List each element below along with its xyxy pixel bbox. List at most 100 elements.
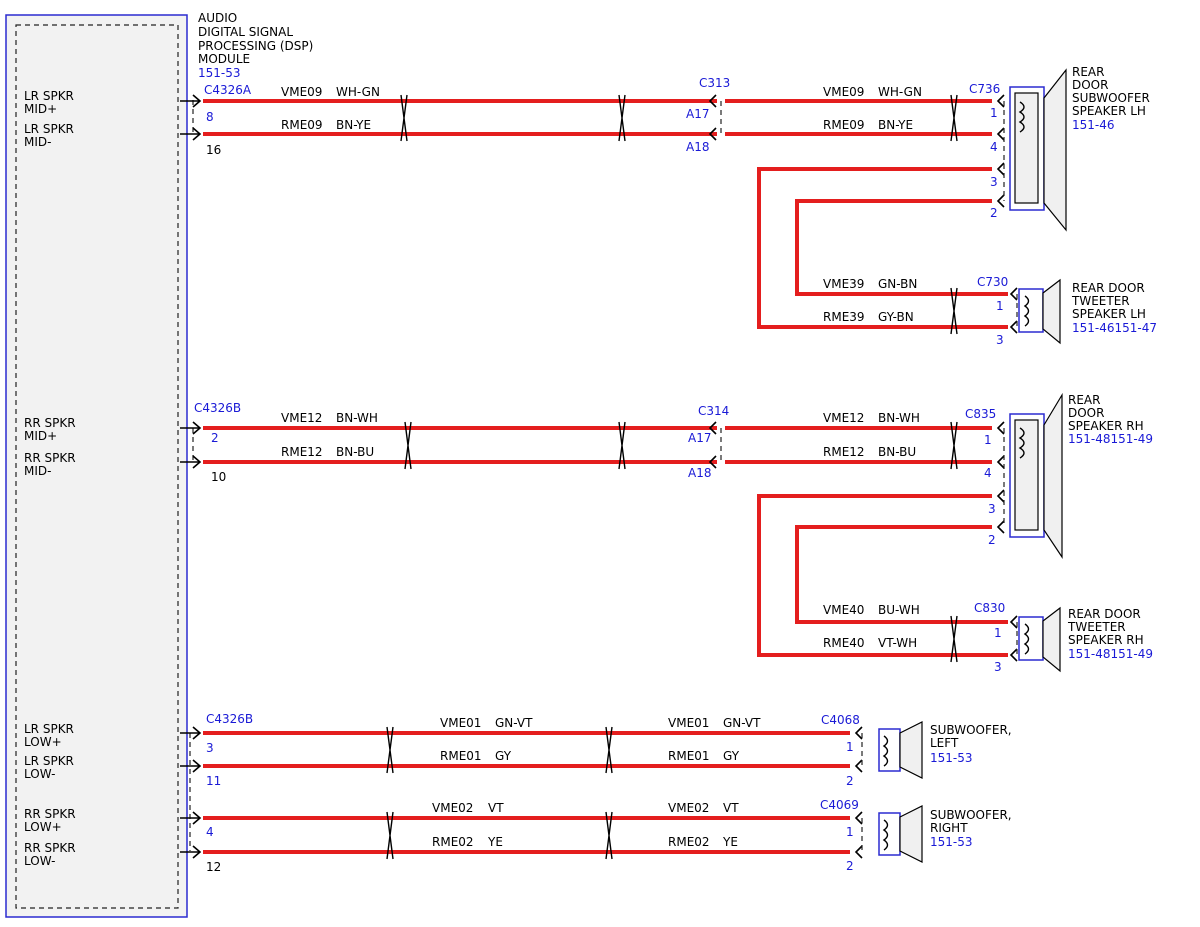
pin-number: 2 — [846, 774, 854, 788]
wire-circuit: RME01 — [668, 749, 710, 763]
wire-circuit: RME12 — [823, 445, 865, 459]
pin-number: 4 — [984, 466, 992, 480]
pin-label: LOW- — [24, 767, 55, 781]
svg-text:RIGHT: RIGHT — [930, 821, 968, 835]
wire-circuit: VME12 — [823, 411, 864, 425]
pin-number: 11 — [206, 774, 221, 788]
wire-color: WH-GN — [336, 85, 380, 99]
speaker-icon — [1009, 68, 1067, 232]
wire-circuit: VME09 — [281, 85, 322, 99]
speaker-connector-label: C4069 — [820, 798, 859, 812]
speaker-connector-label: C835 — [965, 407, 996, 421]
wire-circuit: VME02 — [668, 801, 709, 815]
subwoofer-icon — [878, 721, 923, 779]
inline-pin: A18 — [688, 466, 711, 480]
pin-number: 2 — [846, 859, 854, 873]
pin-number: 1 — [990, 106, 998, 120]
wire-color: BN-WH — [336, 411, 378, 425]
module-ref: 151-53 — [198, 66, 241, 80]
speaker-connector-label: C736 — [969, 82, 1000, 96]
dsp-module-box — [5, 14, 188, 918]
pin-label: LOW+ — [24, 820, 62, 834]
pin-arrows — [180, 94, 1018, 859]
speaker-label: REAR DOOR TWEETER SPEAKER LH 151-46151-4… — [1071, 281, 1157, 335]
pin-number: 2 — [988, 533, 996, 547]
pin-number: 1 — [984, 433, 992, 447]
wire-circuit: VME40 — [823, 603, 864, 617]
wire-color: BN-YE — [878, 118, 913, 132]
wire-color: GY — [723, 749, 740, 763]
inline-connector-label: C314 — [698, 404, 729, 418]
wire-color: BU-WH — [878, 603, 920, 617]
pin-number: 16 — [206, 143, 221, 157]
wire-color: YE — [487, 835, 503, 849]
pin-number: 1 — [994, 626, 1002, 640]
pin-label: LR SPKR — [24, 754, 74, 768]
pin-number: 10 — [211, 470, 226, 484]
svg-text:DOOR: DOOR — [1068, 406, 1104, 420]
pin-number: 3 — [206, 741, 214, 755]
svg-text:151-48151-49: 151-48151-49 — [1068, 647, 1153, 661]
pin-number: 3 — [996, 333, 1004, 347]
dsp-module-title: AUDIO DIGITAL SIGNAL PROCESSING (DSP) MO… — [198, 11, 313, 80]
svg-text:SPEAKER LH: SPEAKER LH — [1072, 104, 1146, 118]
svg-text:SUBWOOFER: SUBWOOFER — [1072, 91, 1150, 105]
speaker-connector-label: C4068 — [821, 713, 860, 727]
svg-text:DOOR: DOOR — [1072, 78, 1108, 92]
pin-label: MID- — [24, 135, 51, 149]
pin-number: 3 — [994, 660, 1002, 674]
pin-number: 3 — [988, 502, 996, 516]
speaker-label: REAR DOOR SPEAKER RH 151-48151-49 — [1068, 393, 1153, 446]
module-pin-labels: LR SPKR MID+ LR SPKR MID- RR SPKR MID+ R… — [24, 89, 76, 868]
pin-number: 1 — [996, 299, 1004, 313]
wire-circuit: RME02 — [432, 835, 474, 849]
speaker-pins: 1 4 3 2 1 3 1 4 3 2 1 3 1 2 1 2 — [846, 106, 1004, 873]
tweeter-icon — [1018, 606, 1061, 673]
wire-circuit: RME01 — [440, 749, 482, 763]
pin-label: LOW+ — [24, 735, 62, 749]
pin-number: 4 — [990, 140, 998, 154]
module-title-line: DIGITAL SIGNAL — [198, 25, 293, 39]
wire-circuit: RME39 — [823, 310, 865, 324]
subwoofer-icon — [878, 805, 923, 863]
pin-label: LOW- — [24, 854, 55, 868]
pin-number: 4 — [206, 825, 214, 839]
wire-color: WH-GN — [878, 85, 922, 99]
connector-label: C4326A — [204, 83, 252, 97]
pin-number: 1 — [846, 825, 854, 839]
module-title-line: PROCESSING (DSP) — [198, 39, 313, 53]
svg-text:151-53: 151-53 — [930, 835, 973, 849]
svg-text:REAR DOOR: REAR DOOR — [1072, 281, 1145, 295]
connector-label: C4326B — [206, 712, 253, 726]
svg-text:SUBWOOFER,: SUBWOOFER, — [930, 808, 1012, 822]
pin-label: RR SPKR — [24, 807, 76, 821]
svg-text:151-53: 151-53 — [930, 751, 973, 765]
pin-number: 2 — [211, 431, 219, 445]
wire-circuit: RME09 — [823, 118, 865, 132]
svg-text:LEFT: LEFT — [930, 736, 959, 750]
wire-circuit: VME12 — [281, 411, 322, 425]
wires — [203, 99, 1008, 854]
pin-label: MID- — [24, 464, 51, 478]
wire-circuit: RME09 — [281, 118, 323, 132]
svg-text:SPEAKER LH: SPEAKER LH — [1072, 307, 1146, 321]
connector-label: C4326B — [194, 401, 241, 415]
wire-circuit: VME02 — [432, 801, 473, 815]
svg-text:TWEETER: TWEETER — [1071, 294, 1130, 308]
svg-text:151-46151-47: 151-46151-47 — [1072, 321, 1157, 335]
inline-pin: A18 — [686, 140, 709, 154]
svg-text:REAR DOOR: REAR DOOR — [1068, 607, 1141, 621]
pin-number: 1 — [846, 740, 854, 754]
wire-color: VT — [723, 801, 739, 815]
svg-text:151-46: 151-46 — [1072, 118, 1115, 132]
wire-labels: VME09 WH-GN RME09 BN-YE VME09 WH-GN RME0… — [281, 85, 922, 849]
wire-color: GY-BN — [878, 310, 914, 324]
pin-label: LR SPKR — [24, 122, 74, 136]
wire-color: GN-VT — [723, 716, 761, 730]
wire-color: BN-YE — [336, 118, 371, 132]
svg-text:REAR: REAR — [1068, 393, 1100, 407]
pin-label: LR SPKR — [24, 722, 74, 736]
wire-circuit: RME12 — [281, 445, 323, 459]
speaker-icon — [1009, 392, 1063, 559]
